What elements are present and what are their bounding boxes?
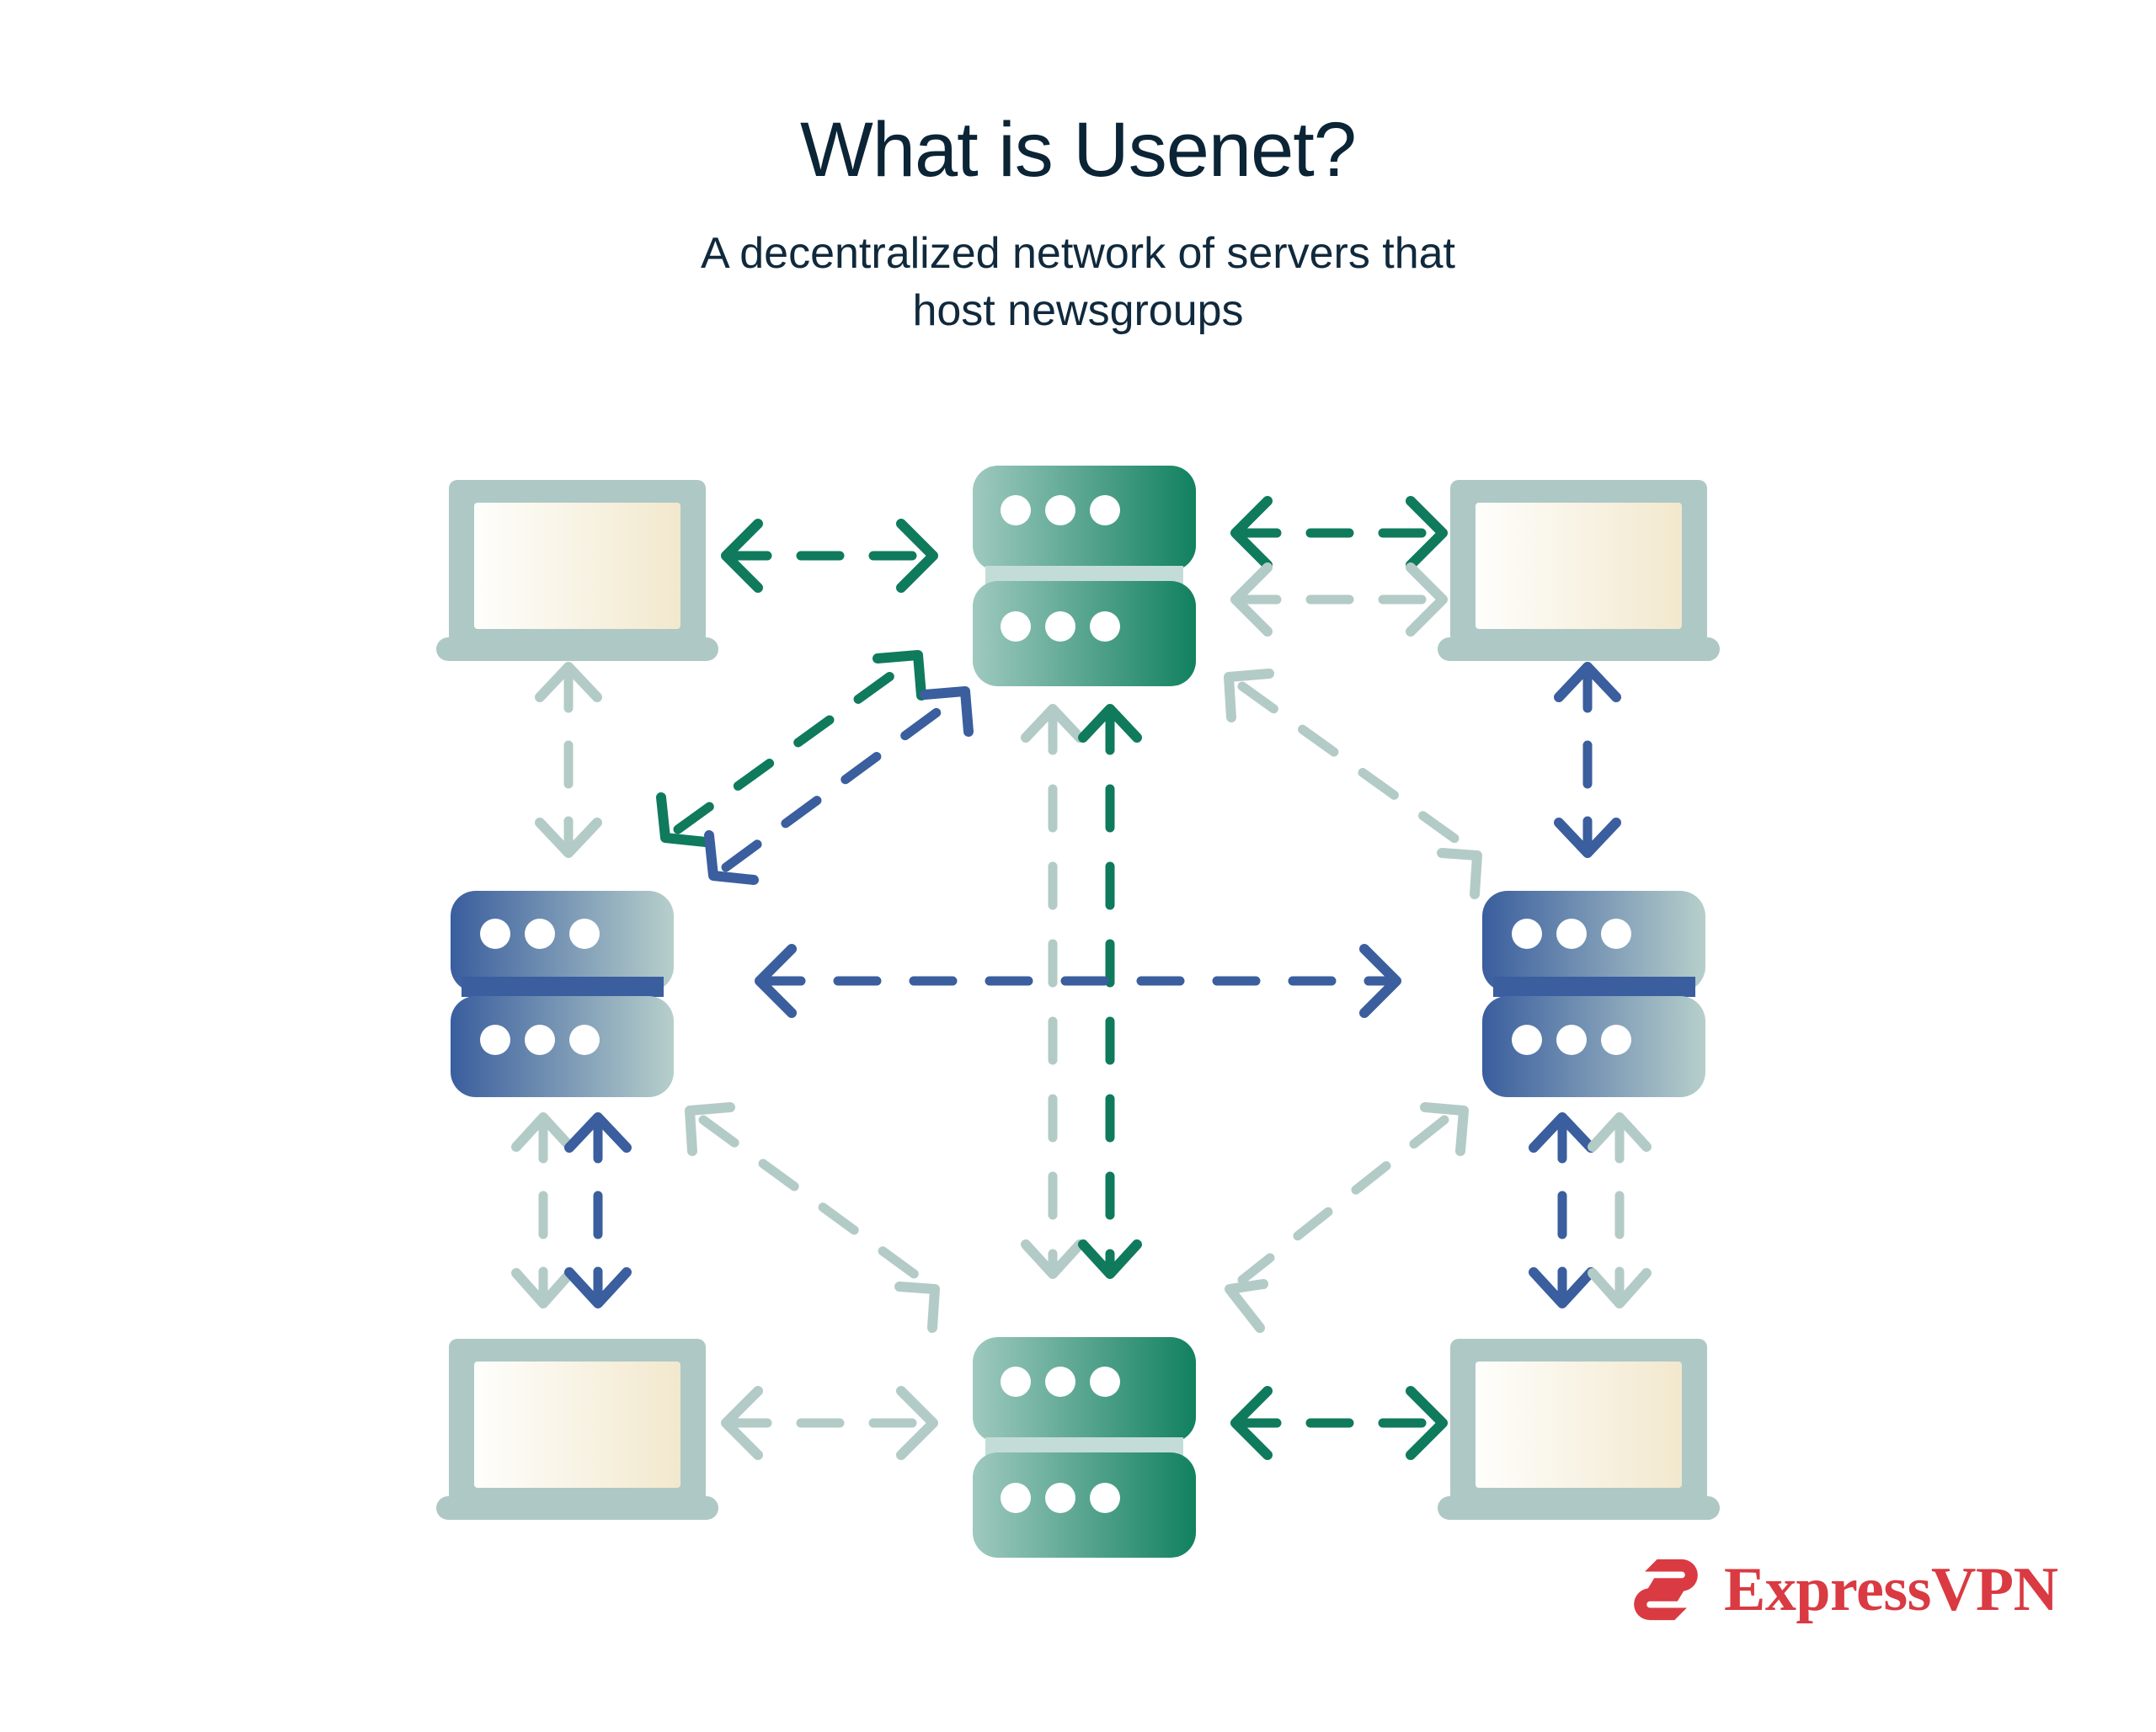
server-top-center[interactable] (973, 466, 1196, 686)
link-topcenter-to-bottomcenter-server-a (1021, 704, 1085, 1279)
header: What is Usenet? A decentralized network … (0, 0, 2156, 340)
link-midright-server-to-bottomright-lap-a (1529, 1112, 1596, 1308)
link-bottomcenter-srv-to-bottomright-lap (1230, 1386, 1448, 1460)
server-mid-left[interactable] (451, 891, 674, 1097)
page-subtitle: A decentralized network of servers that … (0, 225, 2156, 340)
link-midleft-server-to-topcenter-server-b (704, 686, 974, 885)
link-midleft-server-to-bottomleft-laptop-a (511, 1112, 575, 1308)
server-status-dots (480, 919, 600, 1055)
link-midleft-server-to-bottomcenter-server (685, 1102, 940, 1333)
server-status-dots (1001, 495, 1120, 642)
link-midleft-server-to-topcenter-server-a (656, 650, 926, 847)
page-title: What is Usenet? (800, 107, 1357, 193)
subtitle-line-1: A decentralized network of servers that (700, 228, 1455, 278)
expressvpn-e-mark-icon (1634, 1559, 1698, 1621)
link-topcenter-to-bottomcenter-server-b (1078, 704, 1142, 1279)
link-midright-server-to-bottomcenter-srv (1225, 1102, 1469, 1333)
link-midleft-server-to-midright-server (755, 944, 1401, 1018)
laptop-top-right[interactable] (1438, 480, 1720, 661)
link-layer (511, 496, 1652, 1460)
expressvpn-logo: ExpressVPN (1630, 1553, 2058, 1626)
link-topleft-laptop-to-topcenter-server (721, 519, 938, 593)
server-status-dots (1001, 1367, 1120, 1513)
link-midleft-server-to-bottomleft-laptop-b (564, 1112, 632, 1308)
link-topcenter-server-to-midright-server (1224, 669, 1482, 899)
subtitle-line-2: host newsgroups (912, 286, 1244, 336)
server-mid-right[interactable] (1482, 891, 1705, 1097)
laptop-bottom-left[interactable] (436, 1339, 718, 1520)
link-topcenter-server-to-topright-laptop-b (1230, 562, 1448, 637)
link-midright-server-to-bottomright-lap-b (1588, 1112, 1652, 1308)
node-layer (436, 466, 1720, 1558)
link-topcenter-server-to-topright-laptop-a (1230, 496, 1448, 570)
laptop-bottom-right[interactable] (1438, 1339, 1720, 1520)
link-bottomleft-laptop-to-bottomcenter-srv (721, 1386, 938, 1460)
server-bottom-center[interactable] (973, 1337, 1196, 1558)
link-topleft-laptop-to-midleft-server (535, 662, 602, 858)
link-topright-laptop-to-midright-server (1554, 662, 1621, 858)
laptop-top-left[interactable] (436, 480, 718, 661)
expressvpn-wordmark: ExpressVPN (1724, 1555, 2058, 1624)
server-status-dots (1512, 919, 1631, 1055)
